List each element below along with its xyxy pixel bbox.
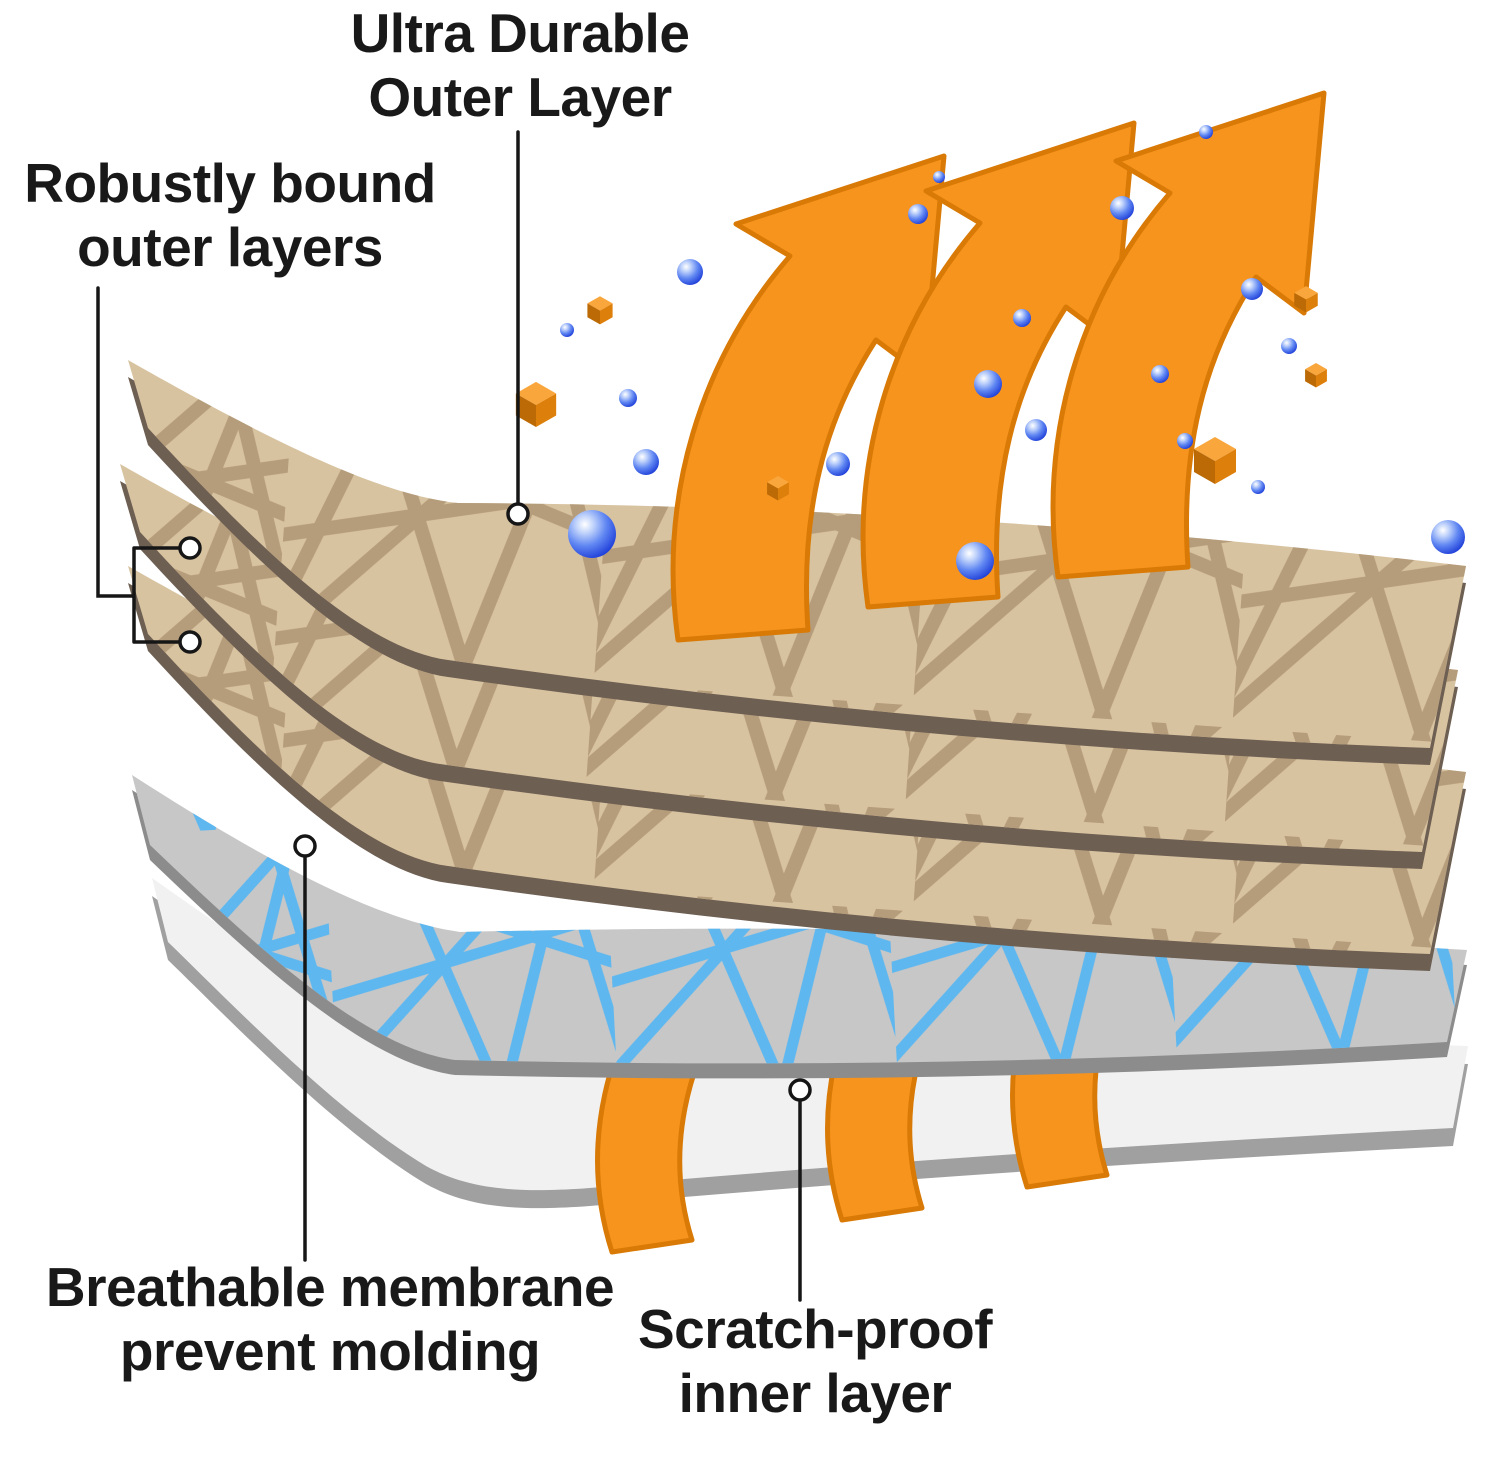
callout-dot-outer-layer: [506, 502, 530, 526]
dirt-cube-icon: [1194, 437, 1236, 484]
callout-dot-inner-layer: [788, 1078, 812, 1102]
label-outer-layer-line2: Outer Layer: [368, 65, 672, 128]
water-droplet-icon: [633, 449, 659, 475]
label-bound-layers-line1: Robustly bound: [24, 152, 436, 214]
water-droplet-icon: [933, 171, 945, 183]
callout-dot-bound-layer-a: [178, 536, 202, 560]
water-droplet-icon: [1431, 520, 1465, 554]
water-droplet-icon: [560, 323, 574, 337]
water-droplet-icon: [974, 370, 1002, 398]
water-droplet-icon: [908, 204, 928, 224]
water-droplet-icon: [568, 510, 616, 558]
label-bound-layers-line2: outer layers: [77, 215, 383, 278]
label-outer-layer-line1: Ultra Durable: [350, 2, 690, 64]
water-droplet-icon: [956, 542, 994, 580]
label-inner-layer-line2: inner layer: [678, 1361, 952, 1424]
label-outer-layer: Ultra Durable Outer Layer: [290, 2, 750, 130]
callout-dot-bound-layer-b: [178, 630, 202, 654]
water-droplet-icon: [677, 259, 703, 285]
water-droplet-icon: [1251, 480, 1265, 494]
water-droplets: [560, 125, 1465, 580]
water-droplet-icon: [1241, 278, 1263, 300]
callouts: [96, 130, 812, 1302]
water-droplet-icon: [1151, 365, 1169, 383]
label-bound-layers: Robustly bound outer layers: [0, 152, 470, 280]
callout-line-bound-layers: [96, 286, 182, 644]
dirt-cube-icon: [587, 296, 613, 325]
dirt-cube-icon: [1305, 363, 1327, 388]
water-droplet-icon: [1281, 338, 1297, 354]
water-droplet-icon: [826, 452, 850, 476]
inner-layer-surface: [152, 878, 1468, 1191]
label-inner-layer: Scratch-proof inner layer: [585, 1298, 1045, 1426]
water-droplet-icon: [1025, 419, 1047, 441]
water-droplet-icon: [1110, 196, 1134, 220]
water-droplet-icon: [1177, 433, 1193, 449]
dirt-cube-icon: [515, 381, 557, 428]
callout-dot-membrane: [293, 834, 317, 858]
inner-layer-white: [152, 878, 1468, 1209]
water-droplet-icon: [1013, 309, 1031, 327]
water-droplet-icon: [619, 389, 637, 407]
label-inner-layer-line1: Scratch-proof: [637, 1298, 993, 1360]
label-membrane-line2: prevent molding: [119, 1319, 541, 1382]
membrane-layer: [132, 775, 1467, 1079]
membrane-net-pattern: [132, 775, 1467, 1064]
label-membrane-line1: Breathable membrane: [45, 1256, 615, 1318]
label-membrane: Breathable membrane prevent molding: [10, 1256, 650, 1384]
water-droplet-icon: [1199, 125, 1213, 139]
